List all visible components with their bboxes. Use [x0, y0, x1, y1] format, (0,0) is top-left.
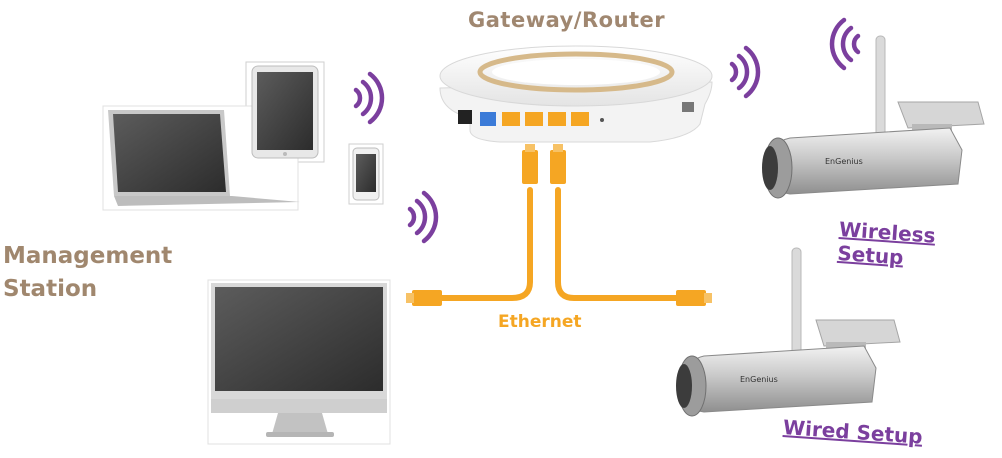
ethernet-plug-icon — [406, 290, 442, 306]
tablet-icon — [252, 66, 318, 158]
router-icon — [440, 46, 712, 142]
brand-label: EnGenius — [740, 375, 778, 384]
gateway-router-title: Gateway/Router — [468, 8, 665, 32]
ethernet-plug-icon — [676, 290, 712, 306]
ethernet-label: Ethernet — [498, 312, 582, 332]
ethernet-plug-icon — [522, 144, 566, 184]
ethernet-cables — [440, 190, 680, 298]
phone-icon — [349, 144, 383, 204]
camera-icon: EnGenius — [762, 36, 984, 198]
monitor-icon — [208, 280, 390, 444]
management-station-line-2: Station — [3, 273, 172, 306]
management-station-line-1: Management — [3, 240, 172, 273]
camera-icon: EnGenius — [676, 248, 900, 416]
brand-label: EnGenius — [825, 157, 863, 166]
management-station-label: Management Station — [3, 240, 172, 306]
